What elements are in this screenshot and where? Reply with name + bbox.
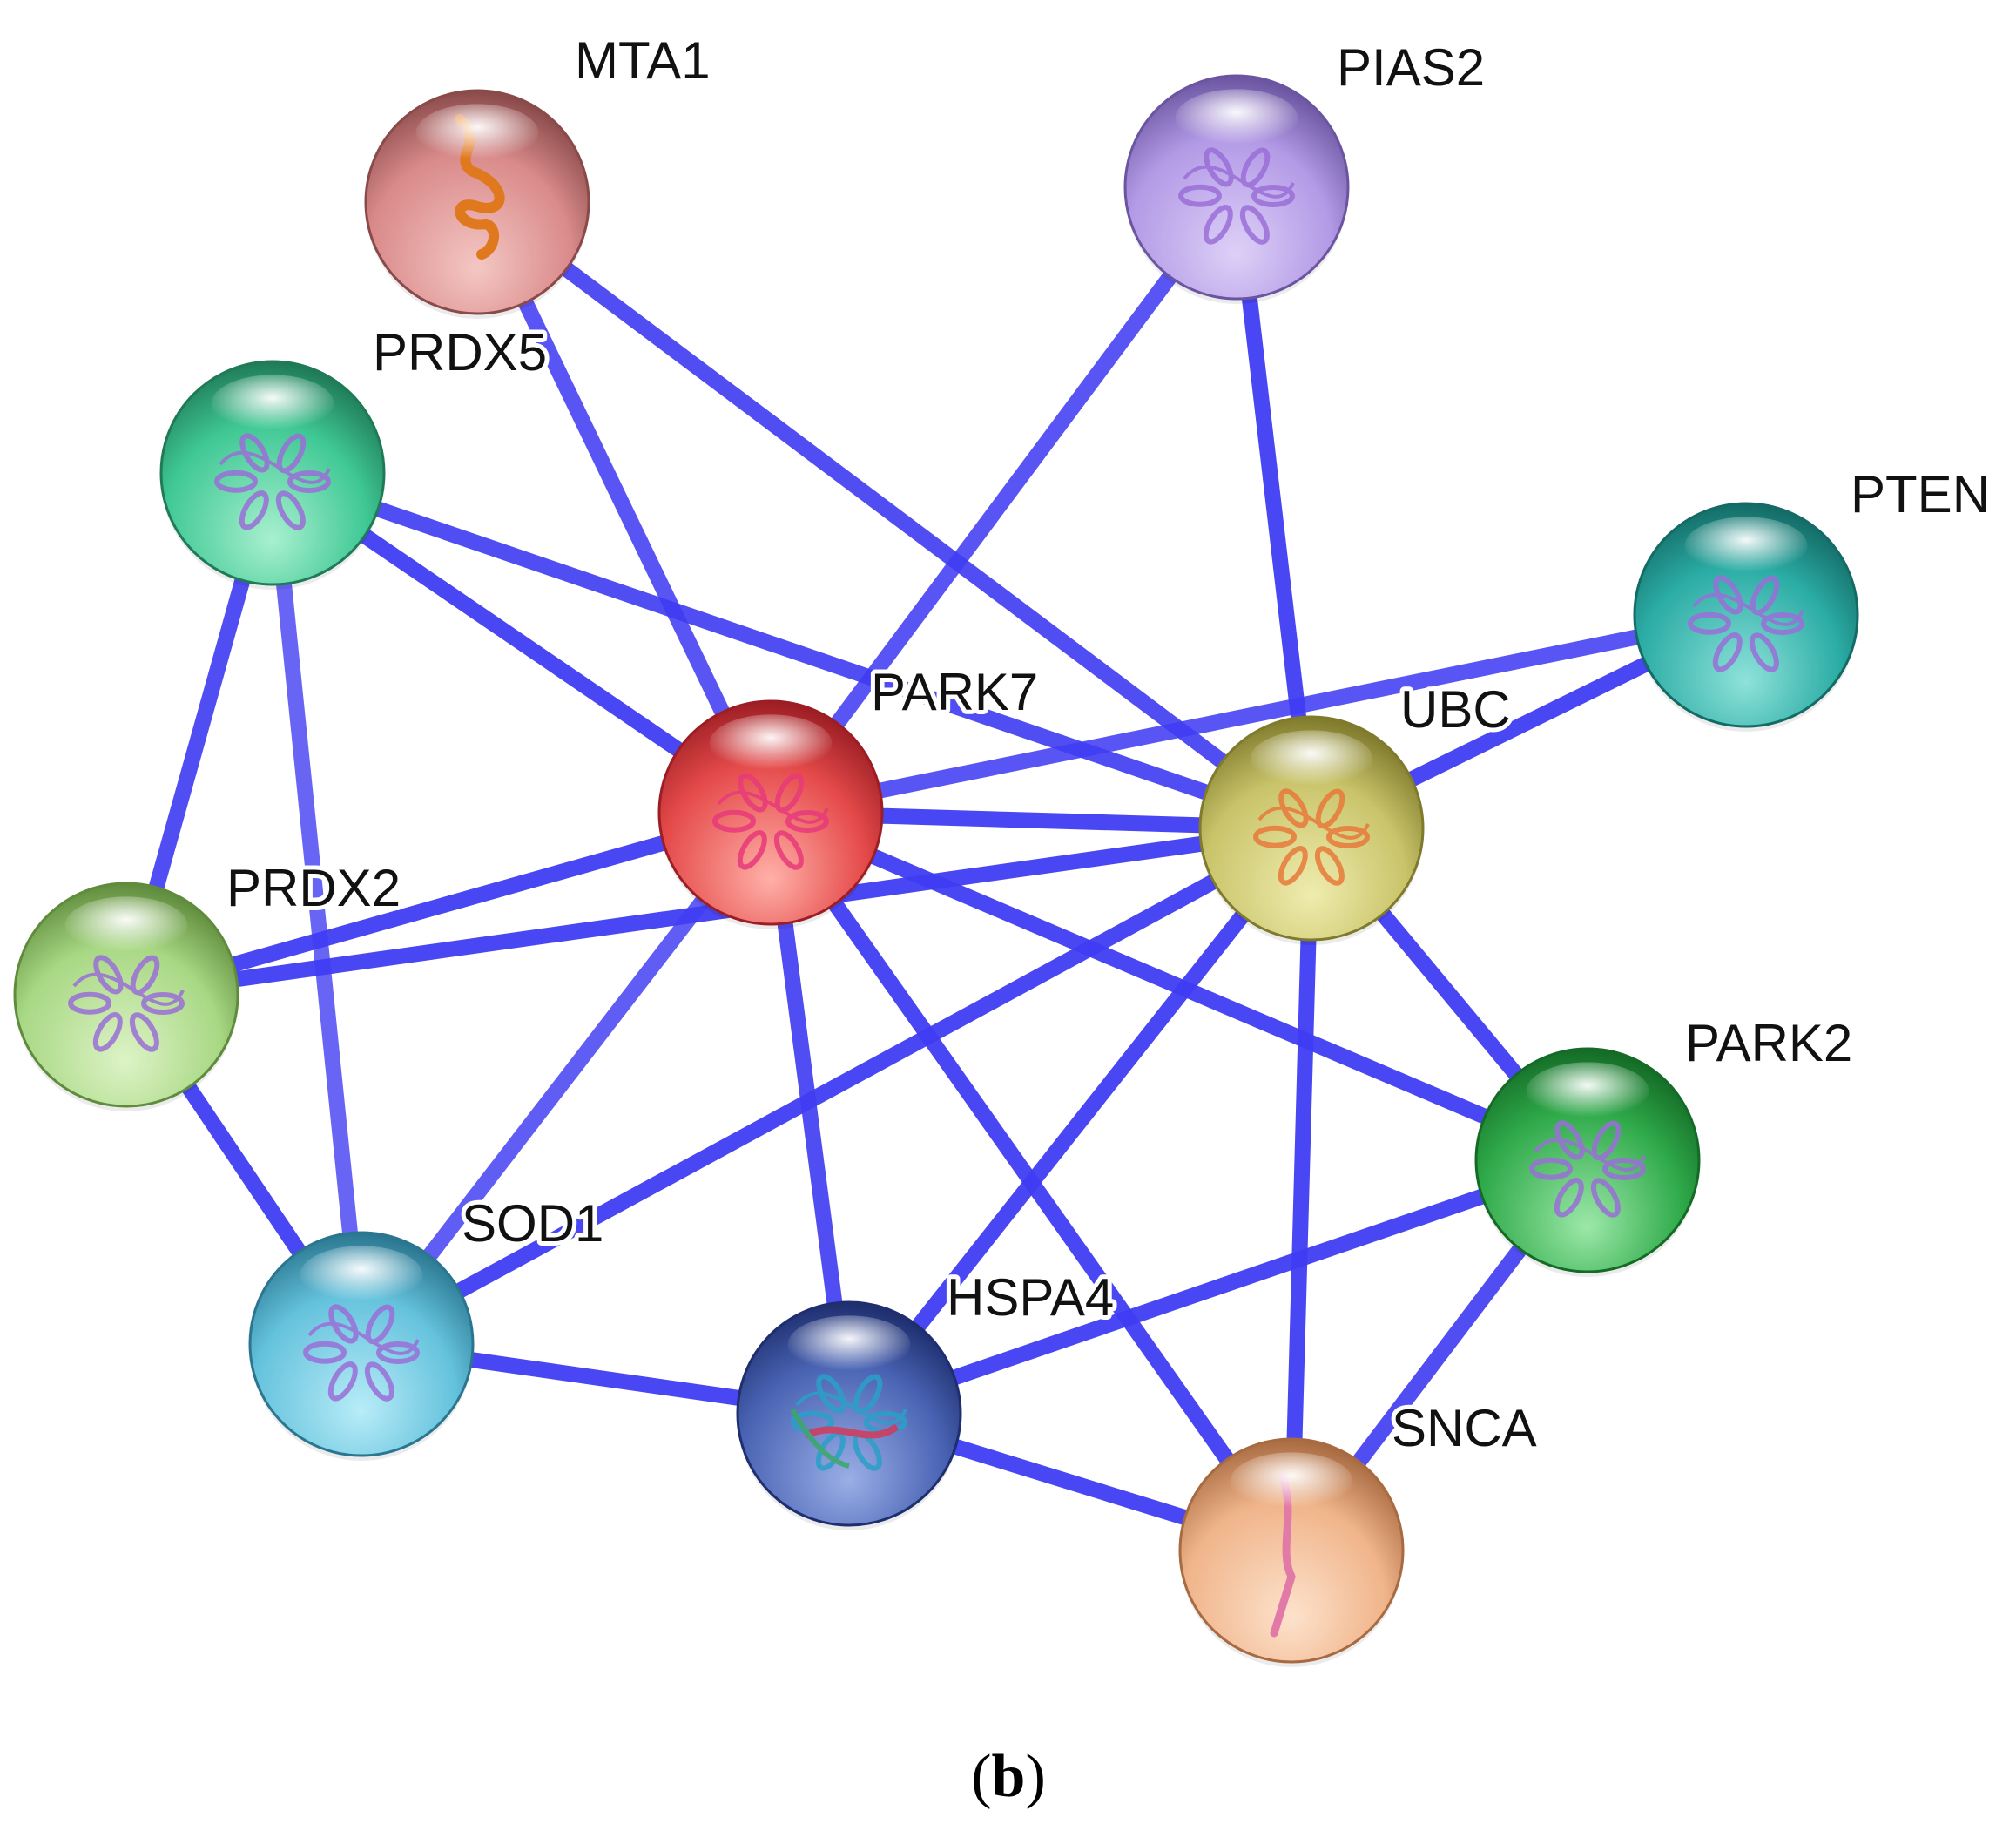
node-prdx2[interactable] (13, 882, 239, 1111)
node-mta1[interactable] (364, 89, 590, 319)
structure-orange-fold (1253, 788, 1370, 886)
node-label-hspa4: HSPA4 (947, 1268, 1114, 1327)
node-label-snca: SNCA (1392, 1399, 1537, 1457)
node-label-park7: PARK7 (871, 663, 1038, 721)
node-highlight (1526, 1062, 1649, 1120)
node-highlight (64, 896, 188, 955)
node-park7[interactable] (657, 699, 884, 929)
node-sphere (1633, 502, 1859, 728)
figure-caption: (b) (971, 1743, 1046, 1810)
node-sphere (248, 1231, 475, 1457)
node-highlight (211, 375, 334, 433)
structure-purple-fold (1688, 575, 1804, 672)
edge-ubc-sod1 (357, 821, 1316, 1351)
structure-purple-fold (1529, 1120, 1646, 1218)
node-sphere (1198, 715, 1425, 942)
edge-ubc-snca (1284, 828, 1319, 1551)
node-label-prdx5: PRDX5 (373, 323, 547, 382)
edge-pten-park7 (769, 607, 1748, 821)
structure-purple-fold (214, 433, 331, 530)
edge-pias2-park7 (764, 182, 1244, 818)
node-sphere (1178, 1437, 1405, 1664)
structure-pink-fold (712, 773, 829, 870)
edge-prdx5-sod1 (265, 472, 369, 1345)
node-pias2[interactable] (1123, 74, 1350, 304)
node-sphere (1474, 1047, 1701, 1273)
node-label-ubc: UBC (1400, 680, 1511, 739)
node-highlight (1230, 1452, 1353, 1510)
structure-purple-fold (68, 955, 185, 1052)
caption-close-paren: ) (1025, 1743, 1045, 1810)
node-prdx5[interactable] (159, 360, 386, 590)
node-highlight (415, 104, 539, 162)
node-label-pias2: PIAS2 (1337, 38, 1485, 97)
node-pten[interactable] (1633, 502, 1859, 732)
node-sphere (736, 1300, 962, 1527)
node-highlight (709, 714, 833, 773)
caption-panel-letter: b (992, 1743, 1026, 1810)
node-sod1[interactable] (248, 1231, 475, 1461)
node-ubc[interactable] (1198, 715, 1425, 945)
node-label-mta1: MTA1 (575, 31, 711, 90)
edge-mta1-park7 (469, 199, 779, 816)
node-snca[interactable] (1178, 1437, 1405, 1667)
structure-purple-fold (1178, 147, 1295, 245)
node-sphere (1123, 74, 1350, 301)
node-label-prdx2: PRDX2 (226, 859, 401, 917)
edge-hspa4-park2 (846, 1152, 1590, 1422)
node-highlight (300, 1246, 423, 1304)
node-sphere (657, 699, 884, 926)
structure-purple-fold (303, 1304, 420, 1402)
structure-rainbow-fold (790, 1374, 907, 1471)
node-sphere (13, 882, 239, 1108)
node-highlight (787, 1315, 911, 1374)
node-hspa4[interactable] (736, 1300, 962, 1530)
node-park2[interactable] (1474, 1047, 1701, 1277)
node-label-park2: PARK2 (1685, 1014, 1852, 1072)
caption-open-paren: ( (971, 1743, 991, 1810)
edge-prdx5-ubc (270, 465, 1314, 836)
node-sphere (159, 360, 386, 586)
edge-ubc-hspa4 (842, 823, 1318, 1419)
node-highlight (1250, 730, 1373, 788)
node-highlight (1175, 89, 1298, 147)
node-label-sod1: SOD1 (462, 1194, 603, 1253)
node-layer (13, 74, 1859, 1667)
node-highlight (1684, 517, 1808, 575)
node-label-pten: PTEN (1851, 465, 1990, 524)
